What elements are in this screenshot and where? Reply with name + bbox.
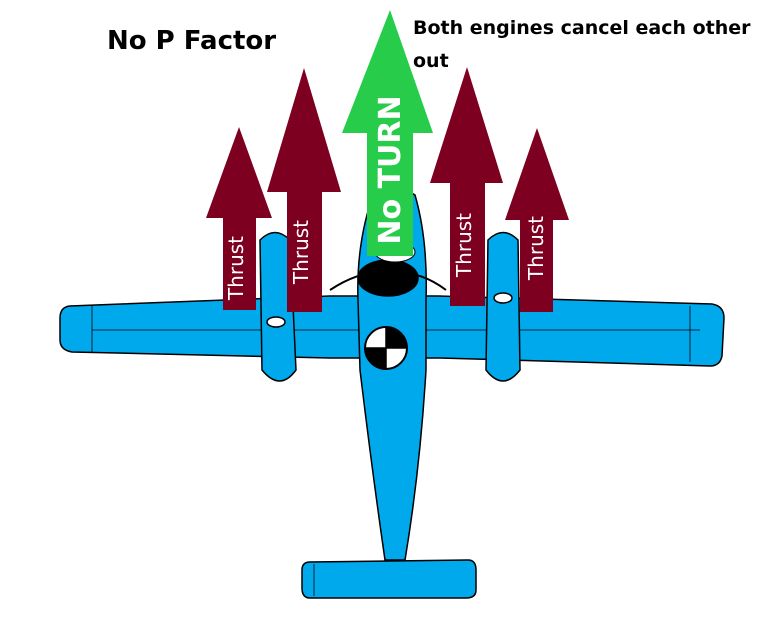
diagram-caption: Both engines cancel each other out [413,17,751,72]
thrust-arrow-outer-right: Thrust [505,128,569,312]
horizontal-stabilizer [301,559,477,599]
right-engine-intake [493,292,513,304]
thrust-arrows-group: Thrust Thrust Thrust Thrust [206,67,569,312]
thrust-label-2: Thrust [289,220,313,285]
no-turn-label: No TURN [373,95,408,244]
right-engine-nacelle [485,231,521,382]
center-propeller [329,270,447,291]
thrust-label-4: Thrust [524,216,548,281]
no-turn-arrow: No TURN [342,10,433,256]
thrust-arrow-inner-left: Thrust [267,68,341,312]
thrust-arrow-outer-left: Thrust [206,127,272,310]
left-engine-intake [266,316,286,328]
center-of-gravity-icon [364,326,408,370]
thrust-arrow-inner-right: Thrust [430,67,503,306]
nose-cowling [357,259,419,297]
thrust-label-1: Thrust [224,236,248,301]
diagram-title: No P Factor [107,26,277,56]
thrust-label-3: Thrust [452,213,476,278]
